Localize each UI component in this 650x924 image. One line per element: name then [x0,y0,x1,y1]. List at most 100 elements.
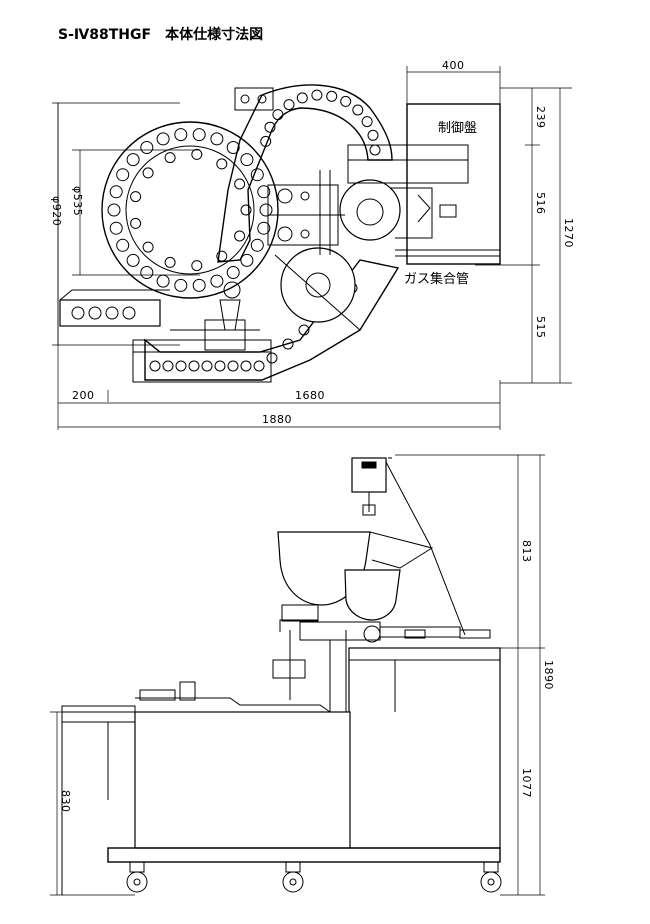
dim-phi920: φ920 [50,196,63,226]
mold-cup [109,185,123,199]
work-table [61,681,351,895]
dim-200: 200 [72,389,95,402]
chain-link [266,352,278,364]
chain-link [369,144,381,156]
chain-link [264,121,276,133]
mold-cup [156,132,170,146]
mold-cup [142,167,154,179]
base-frame [132,281,272,383]
mold-cup [240,204,252,216]
caster [282,861,304,893]
mold-cup [130,191,142,203]
dim-516: 516 [534,192,547,215]
dim-1077: 1077 [520,768,533,798]
top-frame [351,457,466,636]
feed-tray [59,289,170,327]
dim-1680: 1680 [295,389,325,402]
mold-cup [259,203,273,217]
chain-link [175,360,187,372]
mold-cup [140,266,154,279]
mold-cup [234,230,246,242]
dim-239: 239 [534,106,547,129]
mold-cup [130,217,142,229]
dim-515: 515 [534,316,547,339]
caster [126,861,148,893]
base-with-casters [107,847,502,893]
diameter-dimensions: φ920 φ535 [50,102,200,346]
dim-phi535: φ535 [71,186,84,216]
batter-hopper [277,531,434,632]
chain-link [240,360,252,372]
chain-link [201,360,213,372]
depth-dimensions: 239 516 515 1270 [475,87,575,384]
mold-cup [257,221,271,235]
mold-cup [164,256,176,268]
caster [480,861,502,893]
top-view: 200 1680 1880 400 239 516 515 1270 [50,59,575,430]
chain-link [162,360,174,372]
dim-1270: 1270 [562,218,575,248]
dim-1880: 1880 [262,413,292,426]
dim-400: 400 [442,59,465,72]
drawing-title: S-Ⅳ88THGF 本体仕様寸法図 [58,27,264,43]
mold-cup [192,278,206,292]
mold-cup [210,132,224,146]
chain-link [298,324,310,336]
mold-cup [250,238,264,252]
mold-cup [116,238,130,252]
mold-cup [164,152,176,164]
dim-813: 813 [520,540,533,563]
chain-link [253,360,265,372]
mold-cup [191,260,203,272]
chain-link [260,135,272,147]
mold-cup [109,221,123,235]
chain-link [296,92,308,104]
mold-cup [174,278,188,292]
mold-cup [156,274,170,288]
mold-cup [126,253,140,267]
side-view: 813 1077 1890 830 [50,454,555,896]
mold-cup [126,153,140,167]
dim-830: 830 [59,790,72,813]
drive-mechanism [234,87,361,331]
dim-1890: 1890 [542,660,555,690]
mold-cup [234,178,246,190]
control-panel-label: 制御盤 [438,121,477,136]
mold-cup [174,128,188,142]
chain-link [214,360,226,372]
chain-link [149,360,161,372]
burner-drums [280,179,433,323]
chain-link [272,109,284,121]
chain-link [361,116,373,128]
mold-cup [216,158,228,170]
chain-link [340,95,352,107]
mold-cup [142,241,154,253]
chain-link [282,338,294,350]
height-dimensions: 813 1077 1890 [395,454,555,896]
chain-link [311,89,323,101]
chain-link [352,104,364,116]
chain-link [326,90,338,102]
mold-cup [107,203,121,217]
mold-cup [210,274,224,288]
chain-link [283,99,295,111]
mold-cup [116,168,130,182]
mold-cup [240,153,254,167]
chain-links [149,89,381,372]
chain-link [188,360,200,372]
cabinet [348,647,501,849]
mold-cup [240,253,254,267]
chain-link [227,360,239,372]
mold-cup [192,128,206,142]
panel-width-dimension: 400 [406,59,501,104]
control-panel: 制御盤 [347,103,501,265]
gas-manifold: ガス集合管 [395,249,500,287]
dispensing-arm [272,621,491,715]
mold-cup [257,185,271,199]
mold-cup [226,141,240,154]
mold-cup [250,168,264,182]
chain-link [367,129,379,141]
mold-cup [191,148,203,160]
gas-manifold-label: ガス集合管 [404,271,469,287]
